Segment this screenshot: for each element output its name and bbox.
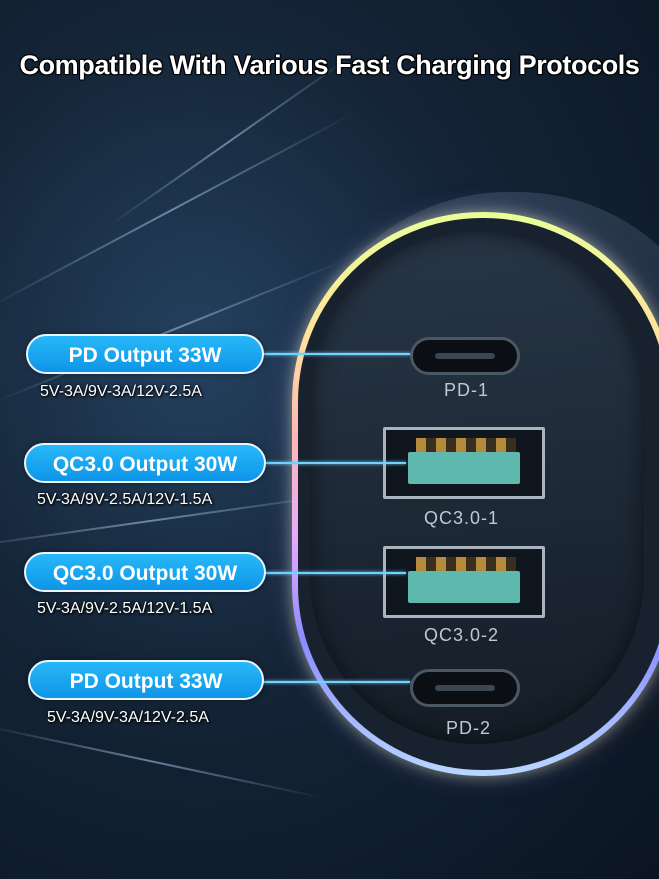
usb-c-port-2 [410, 669, 520, 707]
leader-line-qc2 [264, 572, 406, 574]
port-label-pd2: PD-2 [446, 718, 492, 738]
port-label-pd1: PD-1 [444, 380, 490, 400]
usb-a-port-1 [383, 427, 545, 499]
light-streak [0, 722, 327, 800]
leader-line-pd2 [262, 681, 410, 683]
light-streak [0, 111, 356, 311]
port-label-qc2: QC3.0-2 [424, 625, 500, 645]
output-badge-qc2: QC3.0 Output 30W [24, 552, 266, 592]
usb-c-port-1 [410, 337, 520, 375]
spec-text-qc2: 5V-3A/9V-2.5A/12V-1.5A [37, 600, 213, 617]
headline: Compatible With Various Fast Charging Pr… [19, 50, 640, 80]
usb-a-port-2 [383, 546, 545, 618]
spec-text-qc1: 5V-3A/9V-2.5A/12V-1.5A [37, 491, 213, 508]
spec-text-pd1: 5V-3A/9V-3A/12V-2.5A [40, 383, 202, 400]
spec-text-pd2: 5V-3A/9V-3A/12V-2.5A [47, 709, 209, 726]
leader-line-qc1 [264, 462, 406, 464]
output-badge-qc1: QC3.0 Output 30W [24, 443, 266, 483]
leader-line-pd1 [262, 353, 410, 355]
port-label-qc1: QC3.0-1 [424, 508, 500, 528]
output-badge-pd1: PD Output 33W [26, 334, 264, 374]
output-badge-pd2: PD Output 33W [28, 660, 264, 700]
